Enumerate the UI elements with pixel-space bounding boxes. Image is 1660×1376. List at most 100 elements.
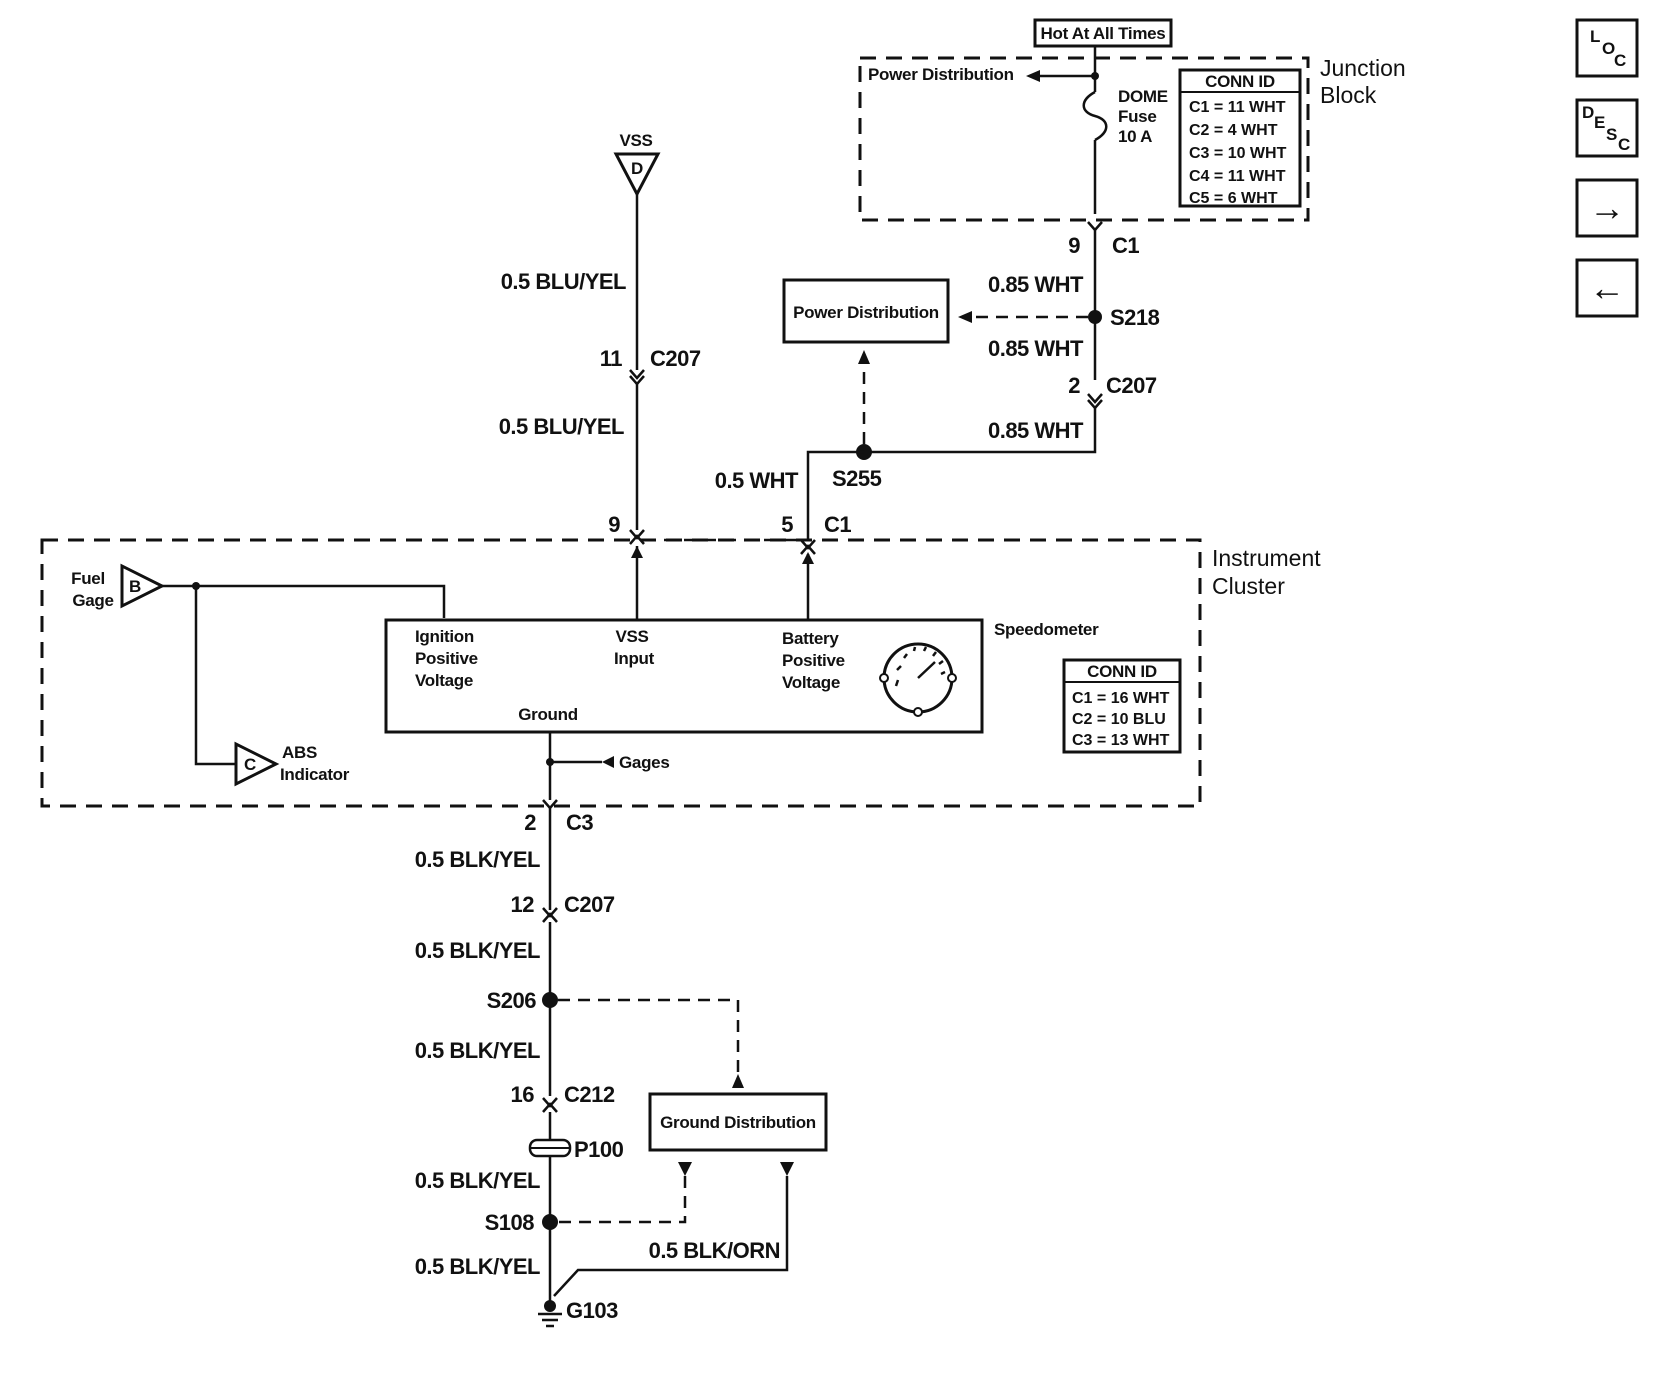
power-distribution-label: Power Distribution [793, 303, 939, 322]
c1-bat-pin: 5 [781, 512, 793, 537]
gages-label: Gages [619, 753, 669, 772]
fuel-ref-letter: B [129, 577, 141, 596]
jb-conn-row: C5 = 6 WHT [1189, 190, 1278, 207]
s206-splice [542, 992, 558, 1008]
p100-passthrough [528, 1138, 572, 1158]
s218-splice [1088, 310, 1102, 324]
jb-conn-row: C1 = 11 WHT [1189, 99, 1286, 116]
c207-wht-connector [1087, 393, 1103, 404]
s255-arrow [858, 350, 870, 364]
wire-085-wht-c: 0.85 WHT [988, 418, 1084, 443]
dome-fuse [1082, 90, 1108, 142]
jb-conn-id-title: CONN ID [1205, 72, 1275, 91]
junction-block-title: Junction [1320, 55, 1406, 81]
c207-gnd-label: C207 [564, 892, 615, 917]
location-button[interactable]: L O C [1575, 18, 1639, 78]
vss-input-label-2: Input [614, 649, 655, 668]
g103-label: G103 [566, 1298, 618, 1323]
blk-orn-wire [553, 1176, 789, 1297]
c207-gnd-pin: 12 [511, 892, 535, 917]
fuel-gage-reference-triangle [120, 563, 166, 609]
wht-05-wire [806, 450, 864, 540]
c3-label: C3 [566, 810, 593, 835]
g103-ground-icon [544, 1300, 556, 1312]
ic-conn-row: C3 = 13 WHT [1072, 732, 1170, 749]
wire-085-wht-b: 0.85 WHT [988, 336, 1084, 361]
s206-dashed-link [558, 998, 740, 1078]
ground-label: Ground [518, 705, 578, 724]
loc-letter-l: L [1590, 27, 1600, 46]
wire-blk-yel-5: 0.5 BLK/YEL [415, 1254, 540, 1279]
s108-dashed-link [558, 1176, 687, 1224]
battery-label: Battery [782, 629, 839, 648]
previous-page-button[interactable]: ← [1575, 258, 1639, 318]
junction-block-boundary [858, 56, 1310, 222]
wire-05-wht: 0.5 WHT [715, 468, 799, 493]
loc-letter-o: O [1602, 39, 1615, 58]
c207-vss-label: C207 [650, 346, 701, 371]
junction-block-title-2: Block [1320, 82, 1377, 108]
c1-vss-connector [629, 529, 645, 540]
vss-input-label: VSS [615, 627, 648, 646]
speedometer-label: Speedometer [994, 620, 1099, 639]
ignition-label-2: Positive [415, 649, 478, 668]
battery-label-3: Voltage [782, 673, 840, 692]
c1-bat-connector [800, 539, 816, 550]
wire-blu-yel-upper: 0.5 BLU/YEL [501, 269, 626, 294]
fuel-gage-wire [162, 584, 446, 618]
c207-vss-pin: 11 [600, 346, 623, 371]
power-distribution-box [782, 278, 950, 344]
c212-pin: 16 [511, 1082, 535, 1107]
p100-label: P100 [574, 1137, 624, 1162]
jb-power-distribution-label: Power Distribution [868, 65, 1014, 84]
c1-vss-pin: 9 [608, 512, 620, 537]
c212-connector [542, 1097, 558, 1108]
s255-label: S255 [832, 466, 882, 491]
ic-conn-id-title: CONN ID [1087, 662, 1157, 681]
c1-jb-connector [1087, 221, 1103, 232]
ignition-label: Ignition [415, 627, 474, 646]
wire-blk-orn: 0.5 BLK/ORN [649, 1238, 780, 1263]
wire-blk-yel-4: 0.5 BLK/YEL [415, 1168, 540, 1193]
arrow-left-icon: ← [1589, 267, 1625, 308]
fuse-label-dome: DOME [1118, 87, 1168, 106]
vss-ref-letter: D [631, 159, 643, 178]
wht-wire-lower [864, 408, 1097, 454]
instrument-cluster-title: Instrument [1212, 545, 1321, 571]
c1-cluster-label: C1 [824, 512, 851, 537]
c207-gnd-connector [542, 907, 558, 918]
abs-indicator-label: ABS [282, 743, 317, 762]
next-page-button[interactable]: → [1575, 178, 1639, 238]
speedometer-gauge-icon [879, 642, 957, 717]
abs-reference-triangle [234, 741, 280, 787]
loc-letter-c: C [1614, 51, 1626, 70]
wire-blk-yel-3: 0.5 BLK/YEL [415, 1038, 540, 1063]
c1-jb-pin: 9 [1068, 233, 1080, 258]
c207-vss-connector [629, 369, 645, 380]
vss-label: VSS [619, 131, 652, 150]
ic-conn-row: C2 = 10 BLU [1072, 711, 1166, 728]
s108-label: S108 [485, 1210, 535, 1235]
abs-wire [194, 586, 236, 766]
ic-conn-row: C1 = 16 WHT [1072, 690, 1170, 707]
wire-blk-yel-1: 0.5 BLK/YEL [415, 847, 540, 872]
c207-wht-pin: 2 [1068, 373, 1080, 398]
fuse-label-fuse: Fuse [1118, 107, 1156, 126]
c3-pin: 2 [524, 810, 536, 835]
s206-label: S206 [487, 988, 537, 1013]
hot-at-all-times-box [1033, 18, 1173, 48]
abs-ref-letter: C [244, 755, 256, 774]
s218-arrow [958, 311, 972, 323]
desc-letter-s: S [1606, 125, 1617, 144]
jb-conn-row: C4 = 11 WHT [1189, 168, 1286, 185]
description-button[interactable]: D E S C [1575, 98, 1639, 158]
ground-distribution-box [648, 1092, 828, 1152]
c207-wht-label: C207 [1106, 373, 1157, 398]
desc-letter-e: E [1594, 113, 1605, 132]
battery-label-2: Positive [782, 651, 845, 670]
ignition-label-3: Voltage [415, 671, 473, 690]
ic-conn-id-table [1062, 658, 1182, 754]
jb-power-arrow [1026, 70, 1040, 82]
s218-label: S218 [1110, 305, 1160, 330]
